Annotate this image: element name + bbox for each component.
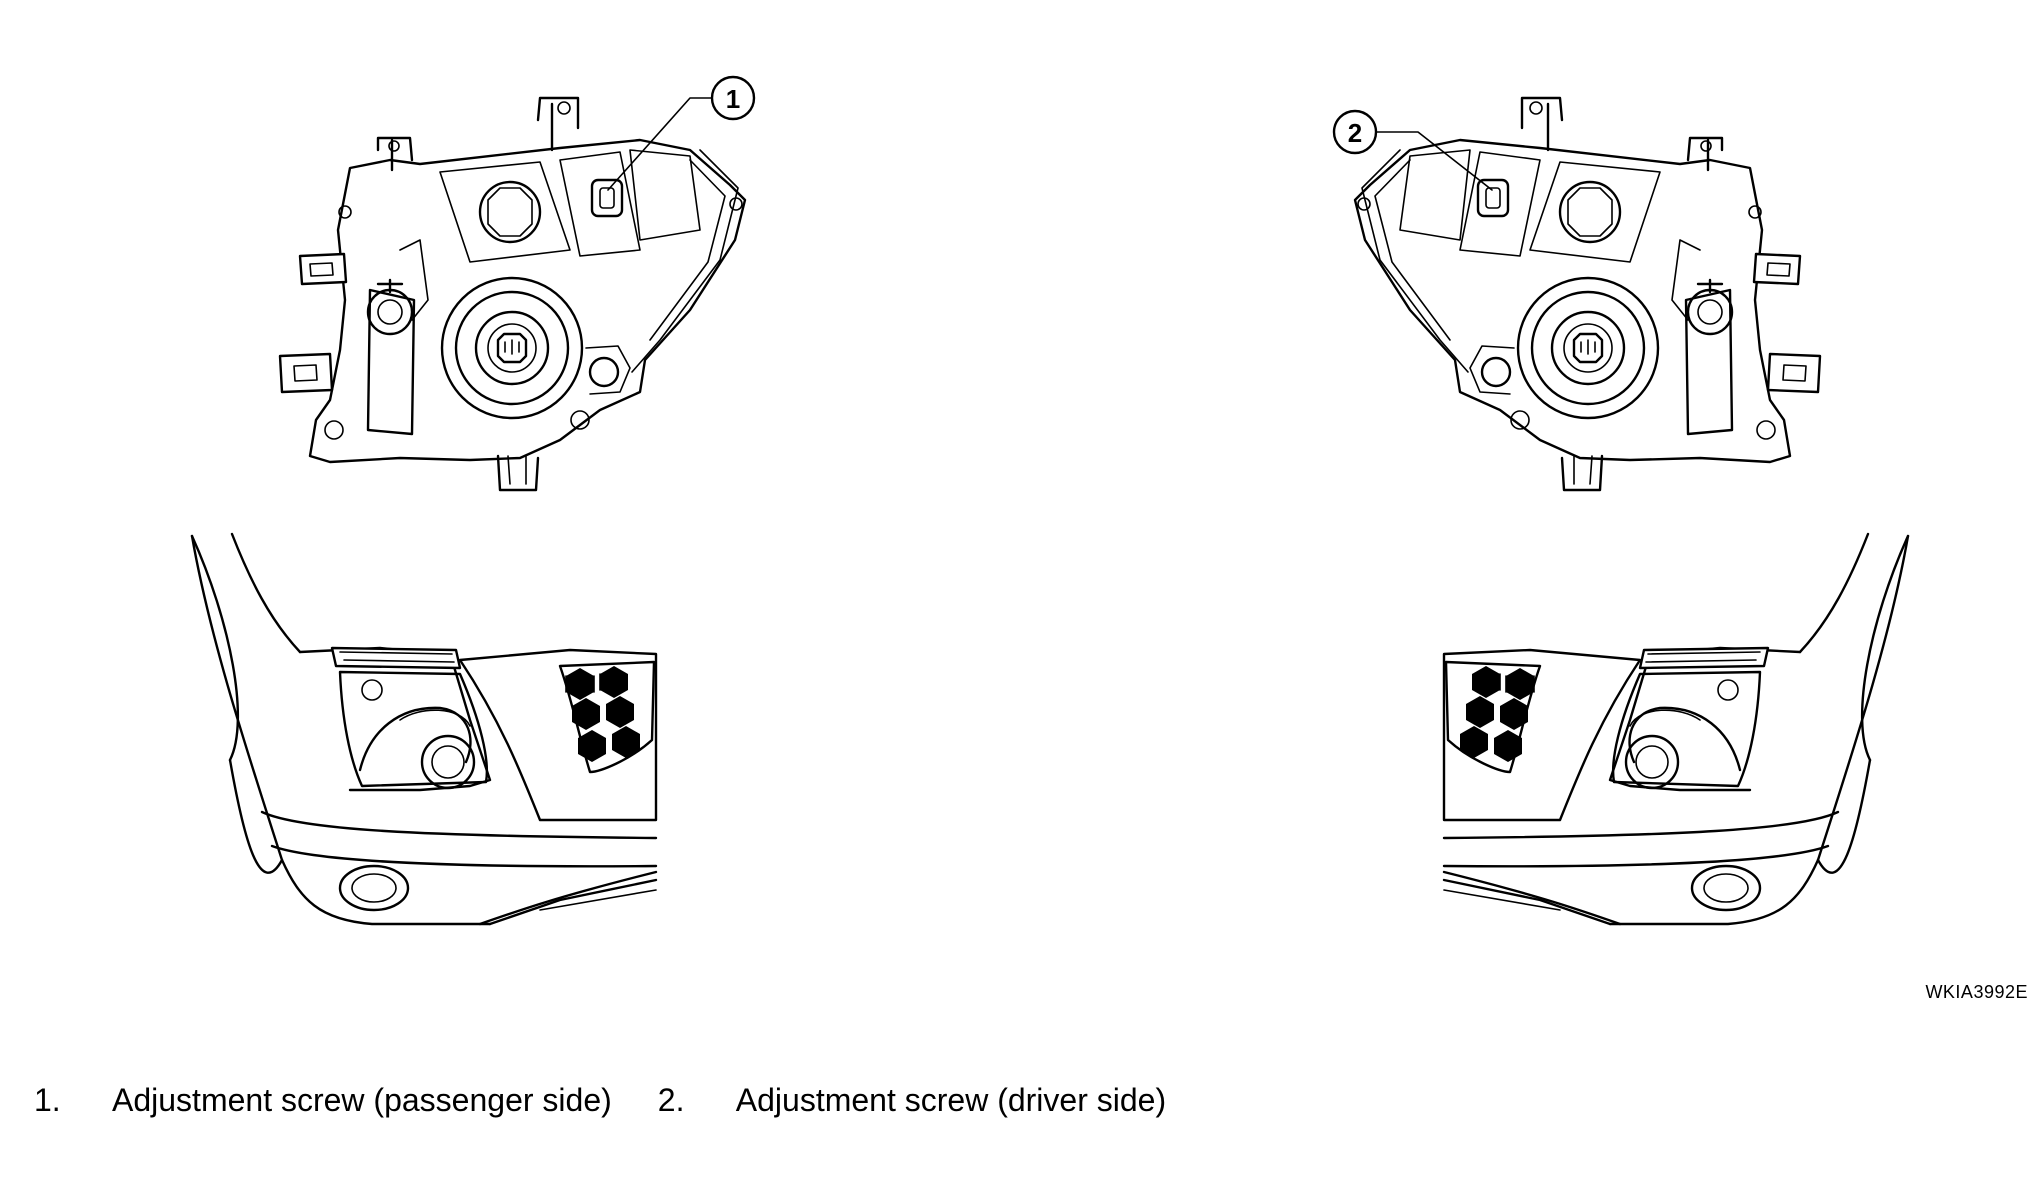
- headlamp-passenger-side: [278, 96, 747, 492]
- figure-reference-code: WKIA3992E: [1925, 982, 2028, 1002]
- legend-2-text: Adjustment screw (driver side): [735, 1082, 1167, 1118]
- callout-1: 1: [607, 75, 756, 191]
- legend-2-number: 2.: [657, 1082, 685, 1118]
- callout-2-number: 2: [1348, 118, 1362, 148]
- legend-1-text: Adjustment screw (passenger side): [112, 1082, 612, 1118]
- legend: 1. Adjustment screw (passenger side) 2. …: [34, 1082, 1212, 1119]
- vehicle-front-passenger-side: [190, 532, 658, 926]
- legend-1-number: 1.: [34, 1082, 61, 1118]
- vehicle-front-driver-side: [1442, 532, 1910, 926]
- callout-2: 2: [1332, 109, 1493, 191]
- headlamp-driver-side: [1353, 96, 1822, 492]
- callout-1-number: 1: [726, 84, 740, 114]
